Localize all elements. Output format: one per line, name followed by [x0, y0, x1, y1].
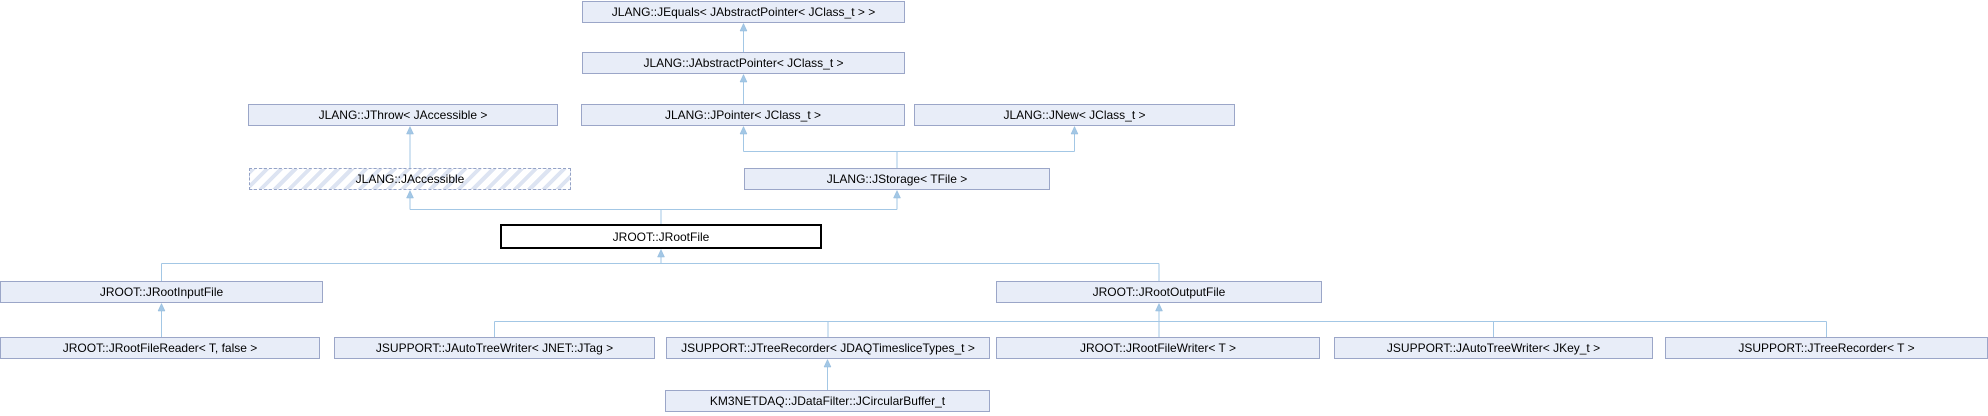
- node-jroot-jrootoutputfile[interactable]: JROOT::JRootOutputFile: [996, 281, 1322, 303]
- edge-jstorage-jpointer-jnew: [739, 125, 1079, 168]
- node-jsupport-jtreerecorder-t[interactable]: JSUPPORT::JTreeRecorder< T >: [1665, 337, 1988, 359]
- node-jroot-jrootfilereader[interactable]: JROOT::JRootFileReader< T, false >: [0, 337, 320, 359]
- node-jroot-jrootinputfile[interactable]: JROOT::JRootInputFile: [0, 281, 323, 303]
- node-jsupport-jtreerecorder-jdaqtimeslicetypes[interactable]: JSUPPORT::JTreeRecorder< JDAQTimesliceTy…: [666, 337, 990, 359]
- node-jsupport-jautotreewriter-jkey[interactable]: JSUPPORT::JAutoTreeWriter< JKey_t >: [1334, 337, 1653, 359]
- edge-jcircularbuffer-jtreerecorder: [823, 358, 832, 390]
- edge-jrootfile-jaccessible-jstorage: [406, 189, 901, 224]
- edge-jaccessible-jthrow: [406, 125, 414, 168]
- edge-jrootinputoutput-jrootfile: [161, 248, 1160, 281]
- node-jlang-jnew[interactable]: JLANG::JNew< JClass_t >: [914, 104, 1235, 126]
- node-jlang-jabstractpointer[interactable]: JLANG::JAbstractPointer< JClass_t >: [582, 52, 905, 74]
- edge-jrootfilereader-jrootinputfile: [157, 302, 166, 337]
- node-km3netdaq-jdatafilter-jcircularbuffer[interactable]: KM3NETDAQ::JDataFilter::JCircularBuffer_…: [665, 390, 990, 412]
- node-jlang-jpointer[interactable]: JLANG::JPointer< JClass_t >: [581, 104, 905, 126]
- edge-children-jrootoutputfile: [494, 302, 1827, 337]
- edge-jabstractpointer-jequals: [739, 22, 748, 52]
- node-jlang-jaccessible: JLANG::JAccessible: [249, 168, 571, 190]
- edge-jpointer-jabstractpointer: [739, 73, 748, 104]
- node-jroot-jrootfile: JROOT::JRootFile: [500, 224, 822, 249]
- node-jlang-jthrow[interactable]: JLANG::JThrow< JAccessible >: [248, 104, 558, 126]
- node-jroot-jrootfilewriter[interactable]: JROOT::JRootFileWriter< T >: [996, 337, 1320, 359]
- node-jsupport-jautotreewriter-jnet-jtag[interactable]: JSUPPORT::JAutoTreeWriter< JNET::JTag >: [334, 337, 655, 359]
- node-jlang-jstorage[interactable]: JLANG::JStorage< TFile >: [744, 168, 1050, 190]
- node-jlang-jequals[interactable]: JLANG::JEquals< JAbstractPointer< JClass…: [582, 1, 905, 23]
